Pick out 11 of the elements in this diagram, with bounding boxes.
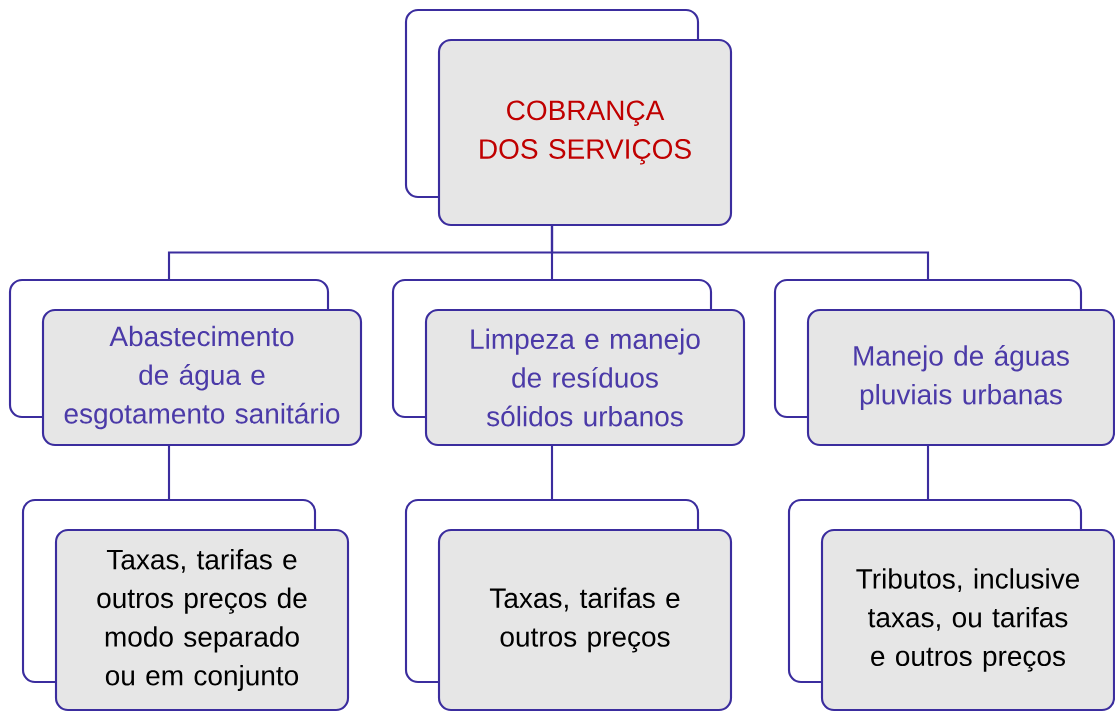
stacked-box: COBRANÇA DOS SERVIÇOS <box>404 8 733 227</box>
connector-line <box>926 445 930 500</box>
connector-line <box>550 445 554 500</box>
stacked-box: Taxas, tarifas e outros preços <box>404 498 733 712</box>
stacked-box: Abastecimento de água e esgotamento sanitário <box>8 278 363 447</box>
connector-line <box>167 445 171 500</box>
connector-line <box>550 225 930 280</box>
stacked-box: Tributos, inclusive taxas, ou tarifas e outros preços <box>787 498 1115 712</box>
stacked-box: Taxas, tarifas e outros preços de modo separado ou em conjunto <box>21 498 350 712</box>
stacked-box: Limpeza e manejo de resíduos sólidos urbanos <box>391 278 746 447</box>
stacked-box: Manejo de águas pluviais urbanas <box>773 278 1115 447</box>
